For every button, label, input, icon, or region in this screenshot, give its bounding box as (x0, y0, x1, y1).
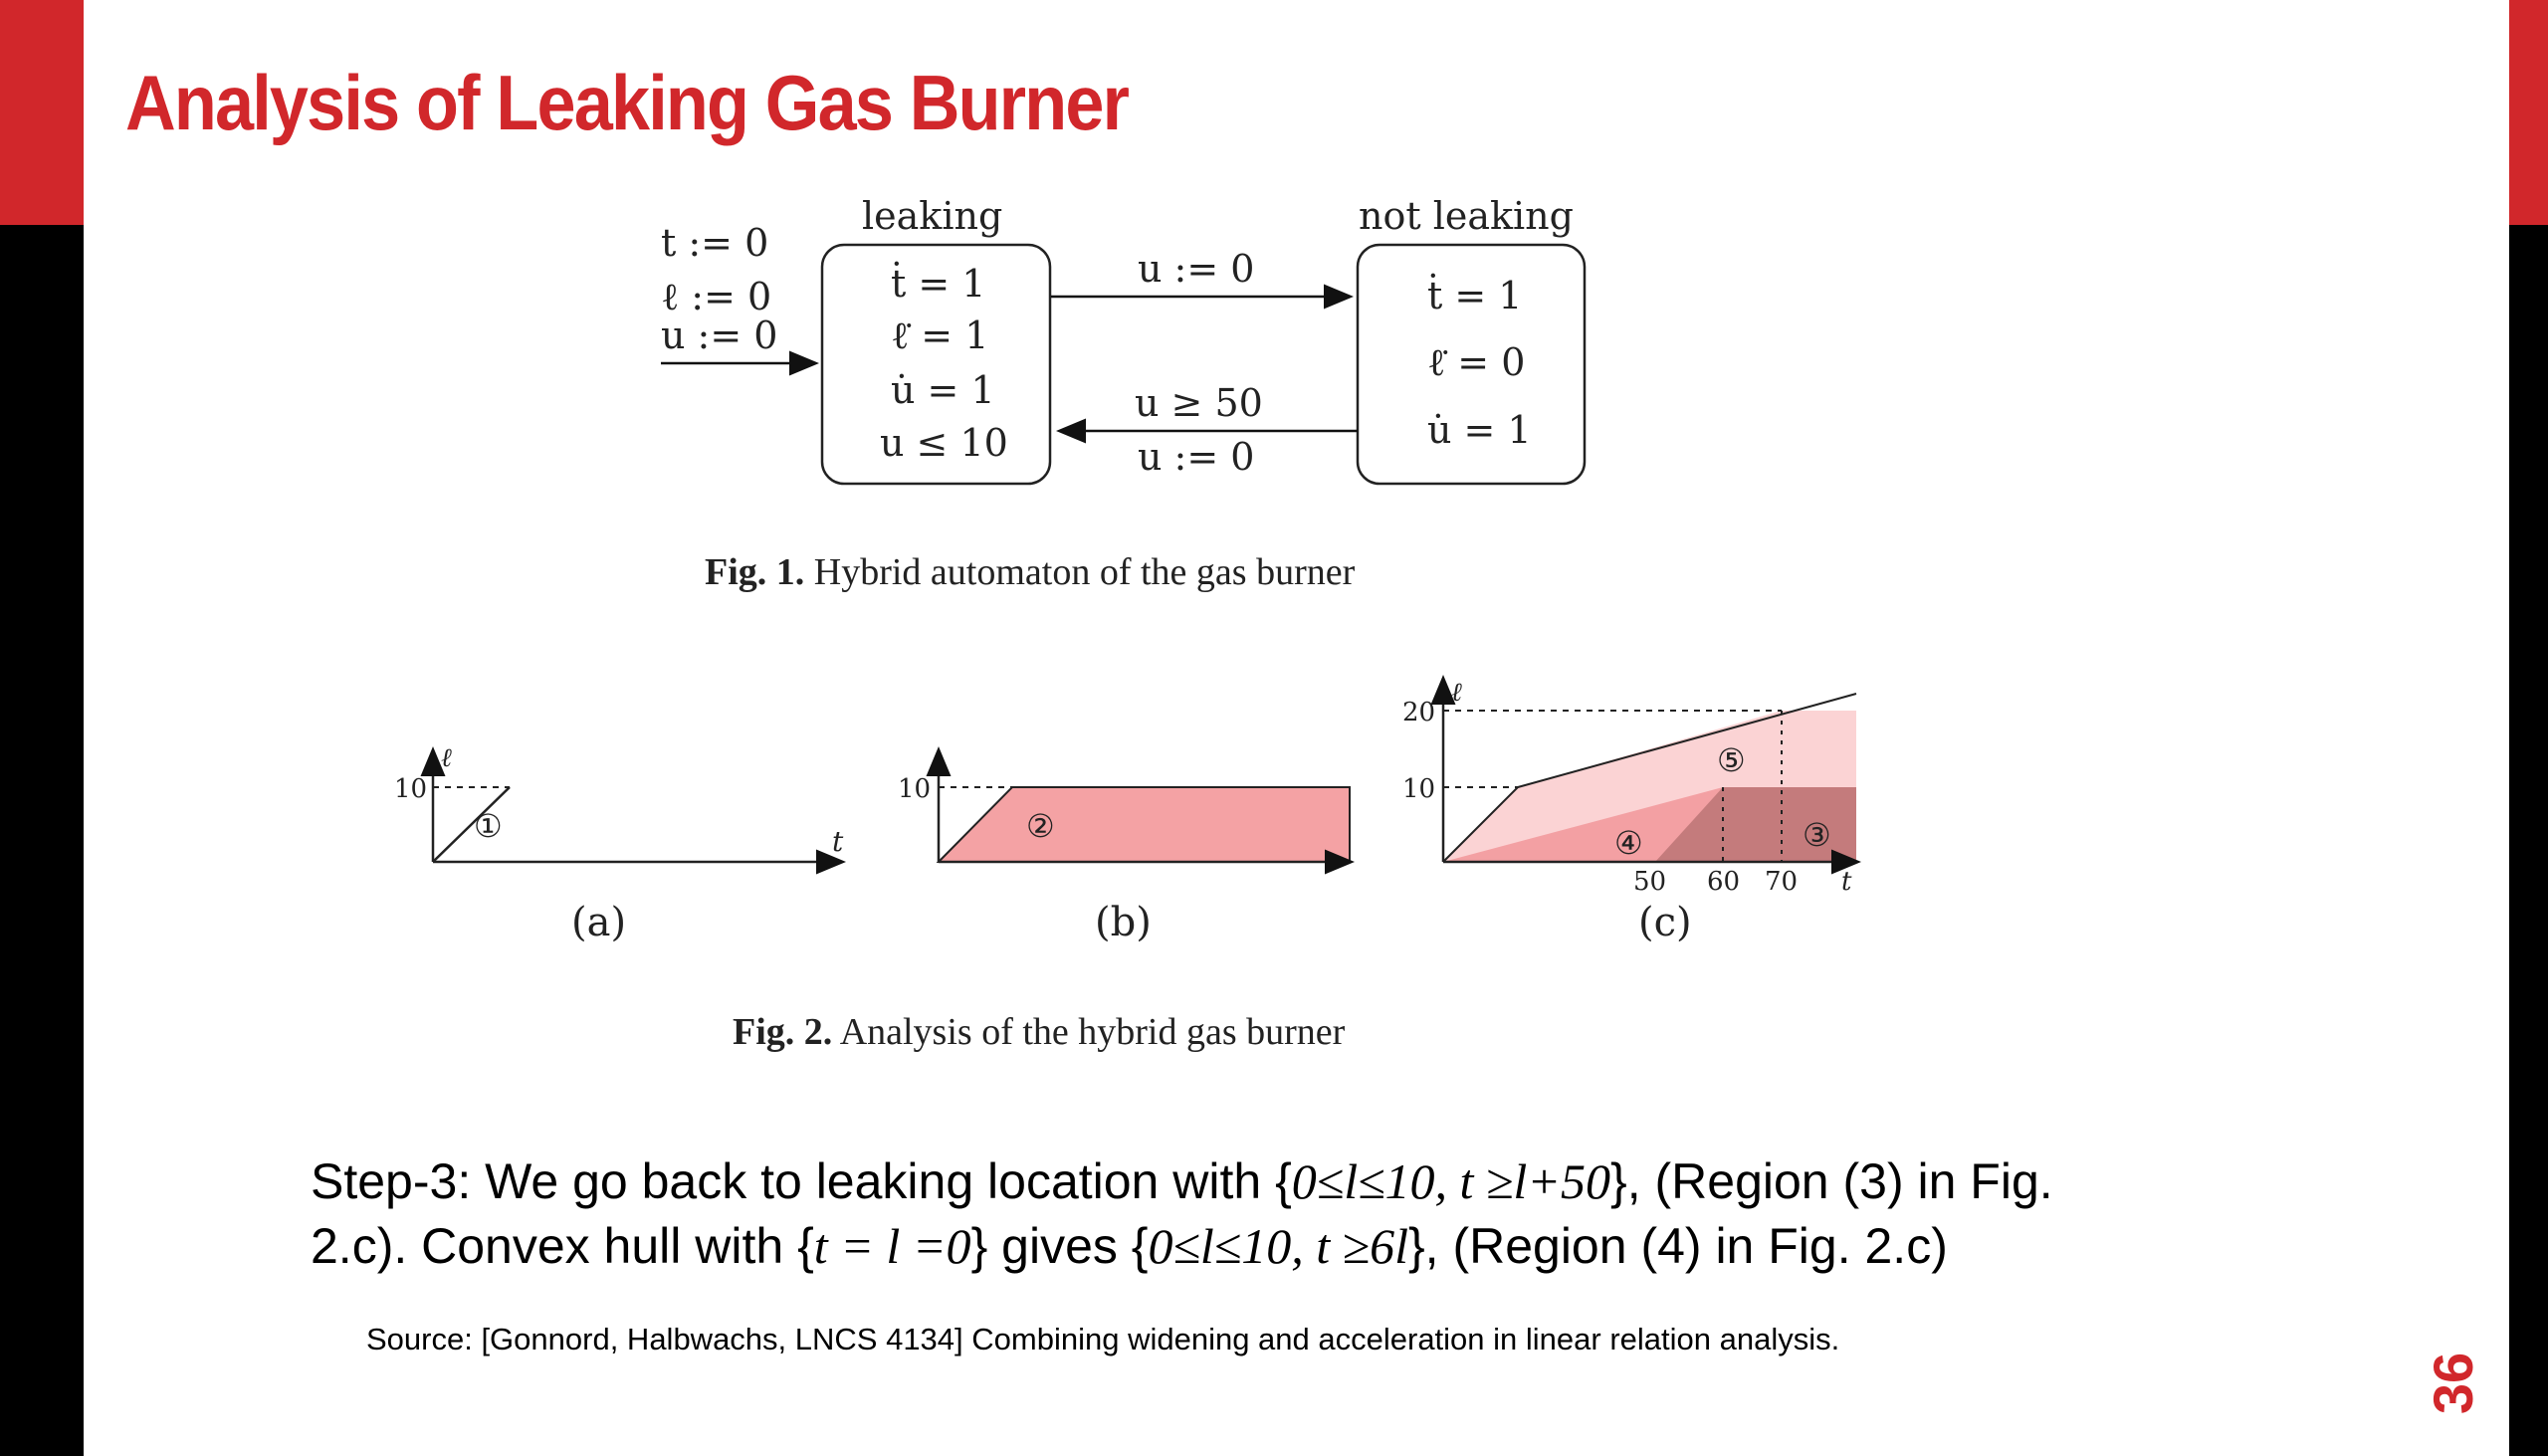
step-line2-c: }, (Region (4) in Fig. 2.c) (1407, 1218, 1948, 1274)
fig2c-y-axis: ℓ (1451, 678, 1462, 708)
fig2-caption: Fig. 2. Analysis of the hybrid gas burne… (733, 1010, 1345, 1054)
leaking-label: leaking (862, 194, 1002, 238)
fig2c-region-4-label: ④ (1614, 824, 1643, 862)
fig2b-y-tick: 10 (898, 774, 931, 804)
left-accent-bar (0, 0, 84, 225)
fig1-caption: Fig. 1. Hybrid automaton of the gas burn… (705, 550, 1355, 594)
init-l: ℓ := 0 (661, 275, 771, 318)
not-leaking-line-2: ℓ̇ = 0 (1427, 340, 1525, 384)
fig2c-region-3 (1655, 787, 1856, 862)
fig2a-y-tick: 10 (394, 774, 427, 804)
leaking-line-4: u ≤ 10 (880, 421, 1008, 465)
fig1-automaton: t := 0 ℓ := 0 u := 0 leaking ṫ = 1 ℓ̇ = … (661, 194, 1587, 486)
leaking-state (820, 243, 1052, 486)
fig2b-plot: 10 ② (b) (898, 746, 1355, 945)
step-line2-math1: t = l =0 (813, 1218, 971, 1274)
fig2c-x-tick-70: 70 (1765, 867, 1798, 897)
fig2c-x-tick-60: 60 (1707, 867, 1740, 897)
step-line2-math2: 0≤l≤10, t ≥6l (1148, 1218, 1408, 1274)
not-leaking-state (1356, 243, 1587, 486)
fig2c-y-tick-20: 20 (1402, 698, 1435, 728)
leaking-line-3: u̇ = 1 (891, 368, 995, 412)
slide-canvas (84, 0, 2509, 1456)
edge-bottom-reset: u := 0 (1138, 435, 1254, 479)
fig2a-y-axis: ℓ (441, 743, 452, 773)
source-citation: Source: [Gonnord, Halbwachs, LNCS 4134] … (366, 1322, 1840, 1356)
not-leaking-line-1: ṫ = 1 (1427, 274, 1522, 317)
edge-bottom-guard: u ≥ 50 (1135, 381, 1263, 425)
leaking-line-2: ℓ̇ = 1 (891, 313, 988, 357)
fig2-caption-bold: Fig. 2. (733, 1011, 833, 1053)
leaking-line-1: ṫ = 1 (891, 262, 985, 306)
fig2a-label: (a) (571, 900, 626, 945)
fig2c-region-3-label: ③ (1803, 816, 1831, 854)
edge-top-reset: u := 0 (1138, 247, 1254, 291)
right-accent-bar (2509, 0, 2548, 225)
step-line1-math: 0≤l≤10, t ≥l+50 (1291, 1153, 1611, 1209)
fig2b-label: (b) (1095, 900, 1152, 945)
fig2c-plot: ℓ 20 10 50 60 70 t ⑤ ④ ③ (c) (1402, 675, 1861, 945)
step-line2-b: } gives { (970, 1218, 1149, 1274)
fig1-caption-text: Hybrid automaton of the gas burner (813, 551, 1356, 593)
fig2b-region-shape (936, 786, 1351, 863)
fig1-caption-bold: Fig. 1. (705, 551, 805, 593)
init-u: u := 0 (661, 313, 777, 357)
slide-title: Analysis of Leaking Gas Burner (125, 59, 1130, 146)
step-line1-a: Step-3: We go back to leaking location w… (311, 1153, 1292, 1209)
fig2c-y-tick-10: 10 (1402, 774, 1435, 804)
fig2c-x-axis: t (1841, 867, 1852, 897)
init-t: t := 0 (661, 221, 768, 265)
fig2c-x-tick-50: 50 (1633, 867, 1666, 897)
fig2a-plot: 10 ℓ t ① (a) (394, 743, 846, 945)
fig2a-x-axis: t (832, 825, 844, 858)
fig2c-label: (c) (1638, 900, 1692, 945)
step-line1-b: }, (Region (3) in Fig. (1610, 1153, 2053, 1209)
page-number: 36 (2422, 1352, 2484, 1415)
not-leaking-line-3: u̇ = 1 (1427, 408, 1532, 452)
step-3-text: Step-3: We go back to leaking location w… (311, 1149, 2301, 1279)
fig2-caption-text: Analysis of the hybrid gas burner (839, 1011, 1346, 1053)
fig2a-region: ① (474, 807, 503, 845)
fig2c-region-5-label: ⑤ (1717, 741, 1746, 779)
not-leaking-label: not leaking (1359, 194, 1574, 238)
fig2b-region: ② (1026, 807, 1055, 845)
step-line2-a: 2.c). Convex hull with { (311, 1218, 814, 1274)
